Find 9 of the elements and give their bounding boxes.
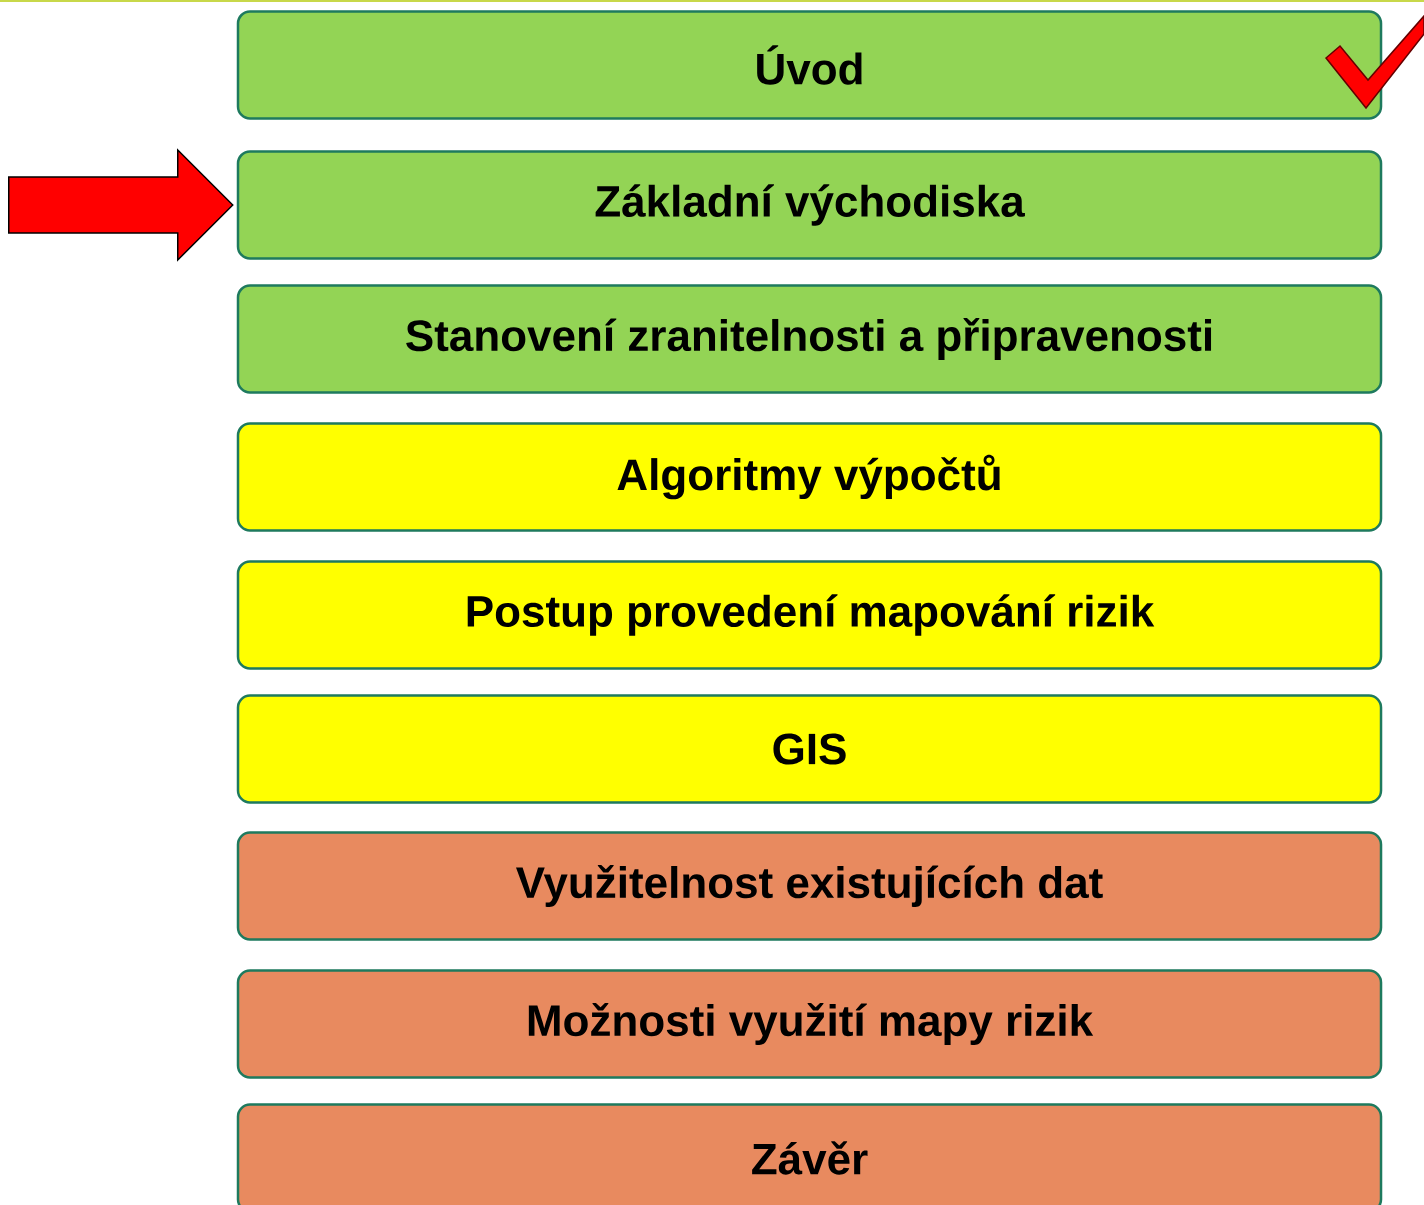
section-box: Úvod: [236, 10, 1383, 120]
section-box: Základní východiska: [236, 150, 1383, 260]
section-box: GIS: [236, 694, 1383, 804]
section-box: Postup provedení mapování rizik: [236, 560, 1383, 670]
section-box: Možnosti využití mapy rizik: [236, 969, 1383, 1079]
section-box: Algoritmy výpočtů: [236, 422, 1383, 532]
section-box: Využitelnost existujících dat: [236, 831, 1383, 941]
section-box: Stanovení zranitelnosti a připravenosti: [236, 284, 1383, 394]
section-box: Závěr: [236, 1103, 1383, 1205]
